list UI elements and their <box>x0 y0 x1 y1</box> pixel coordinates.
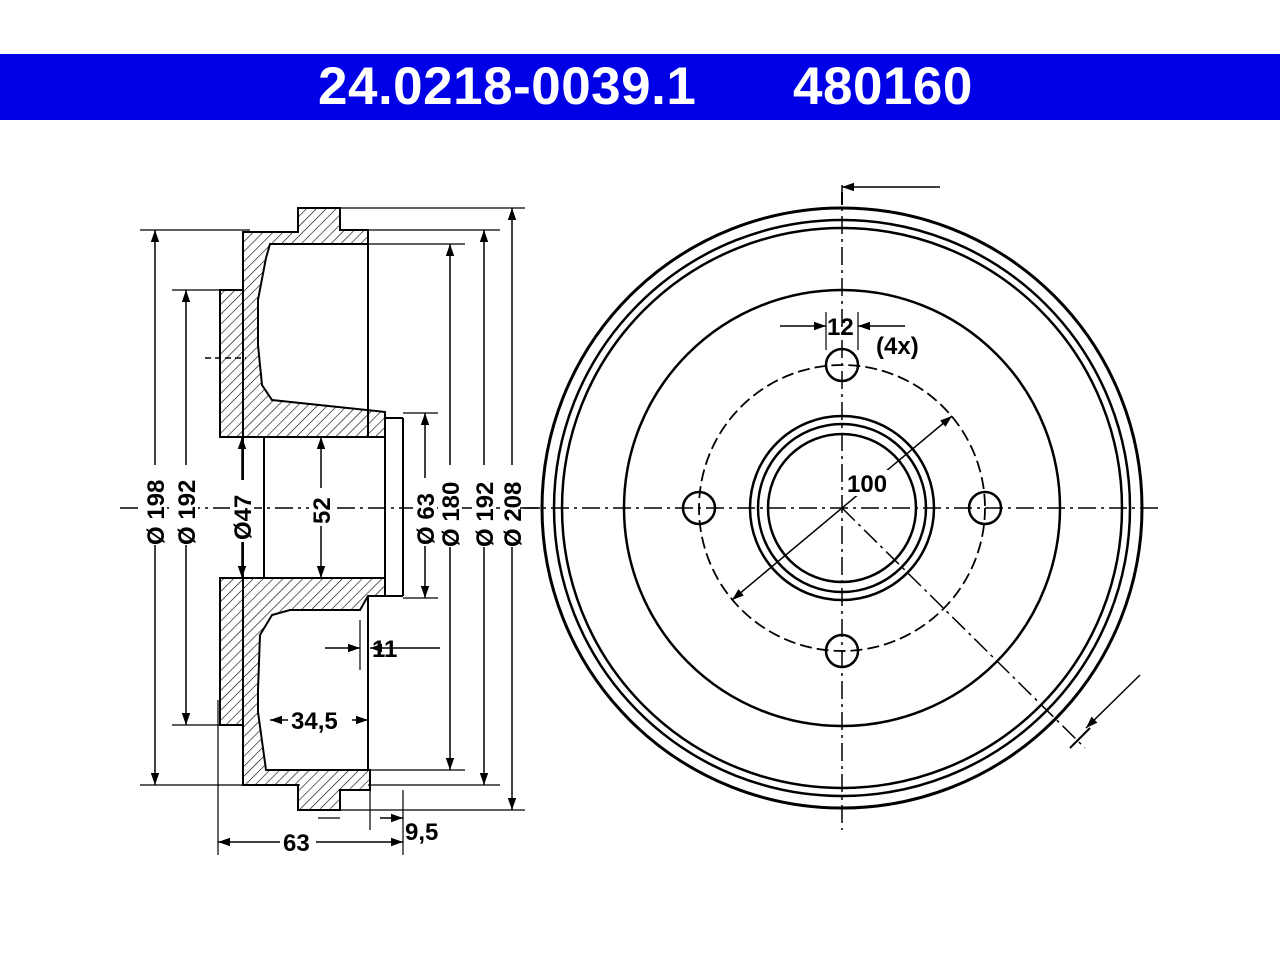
dim-len-34-5: 34,5 <box>291 708 338 735</box>
side-label-backgrounds <box>143 465 524 854</box>
dim-dia-47: Ø47 <box>230 495 257 540</box>
title-banner: 24.0218-0039.1 480160 <box>0 54 1280 120</box>
dim-len-9-5: 9,5 <box>405 819 438 846</box>
dim-dia-63: Ø 63 <box>413 493 440 545</box>
dim-dia-180: Ø 180 <box>438 482 465 547</box>
dim-dia-198: Ø 198 <box>143 480 170 545</box>
front-dimension-labels: 12 (4x) 100 <box>827 314 919 498</box>
dim-dia-192-left: Ø 192 <box>174 480 201 545</box>
dim-dia-208: Ø 208 <box>500 482 527 547</box>
part-number: 24.0218-0039.1 <box>318 57 697 116</box>
dim-bolt-circle: 100 <box>847 471 887 498</box>
side-dimension-labels: Ø 198 Ø 192 Ø47 52 Ø 63 Ø 180 Ø 192 Ø 20… <box>143 480 527 857</box>
dim-dia-192-right: Ø 192 <box>472 482 499 547</box>
dim-len-52: 52 <box>309 497 336 524</box>
dim-len-63: 63 <box>283 830 310 857</box>
dim-hole-dia: 12 <box>827 314 854 341</box>
front-dimension-lines <box>731 182 1141 749</box>
front-label-backgrounds <box>845 470 897 496</box>
reference-number: 480160 <box>793 57 973 116</box>
dim-len-11: 11 <box>372 636 397 663</box>
section-lower-hatch <box>219 577 386 811</box>
side-extension-lines <box>140 207 525 855</box>
front-view <box>520 185 1160 830</box>
dim-hole-count: (4x) <box>876 333 919 360</box>
section-upper-hatch <box>219 207 386 438</box>
